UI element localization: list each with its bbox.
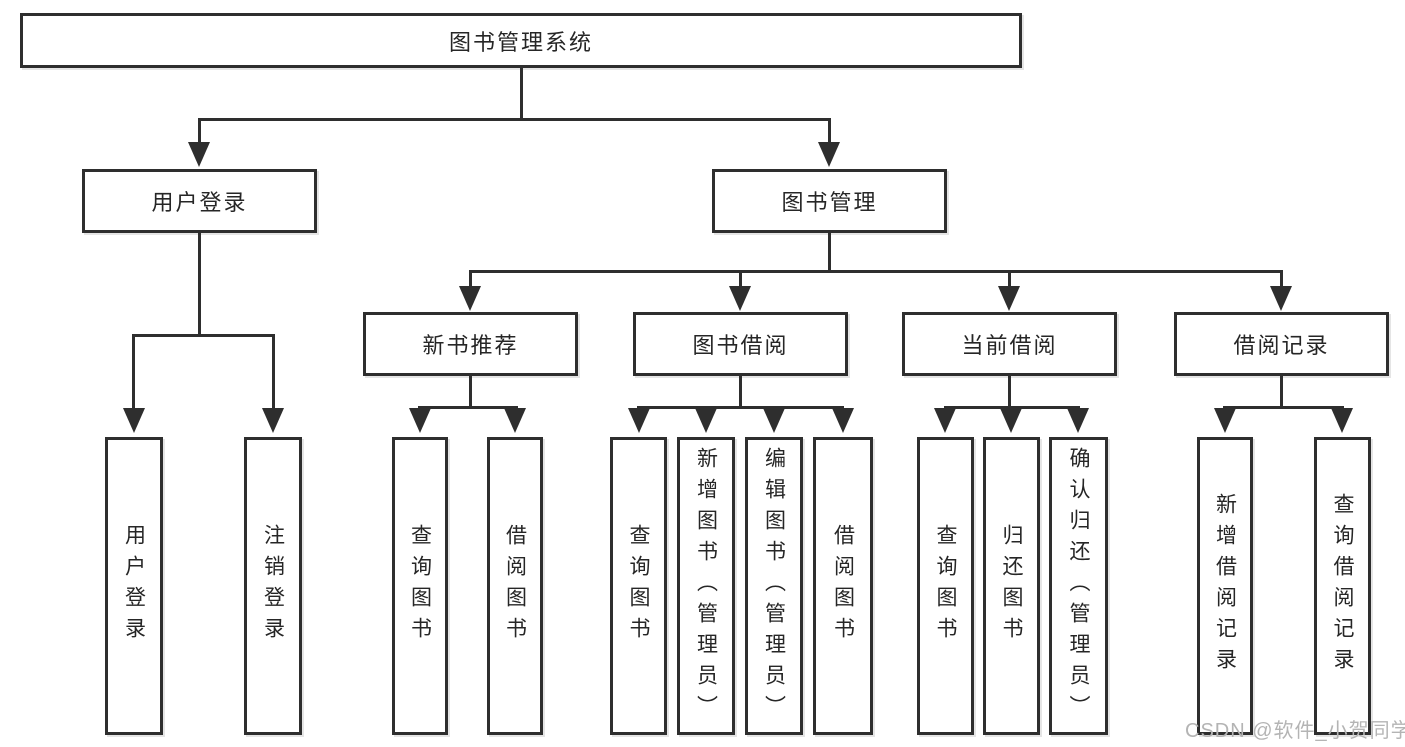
arrowhead-down-icon bbox=[1000, 408, 1022, 433]
leaf-return-books: 归还图书 bbox=[983, 437, 1040, 735]
leaf-label: 借阅图书 bbox=[831, 524, 855, 648]
leaf-label: 注销登录 bbox=[261, 524, 285, 648]
connector-line bbox=[828, 232, 831, 272]
leaf-label: 查询图书 bbox=[408, 524, 432, 648]
connector-line bbox=[272, 334, 275, 410]
arrowhead-down-icon bbox=[262, 408, 284, 433]
connector-line bbox=[198, 232, 201, 336]
connector-line bbox=[739, 375, 742, 408]
node-label: 借阅记录 bbox=[1233, 333, 1330, 358]
connector-line bbox=[637, 406, 844, 409]
connector-line bbox=[469, 270, 1283, 273]
connector-line bbox=[1008, 375, 1011, 408]
leaf-borrow-books-recommend: 借阅图书 bbox=[487, 437, 543, 735]
arrowhead-down-icon bbox=[729, 286, 751, 311]
leaf-edit-books-admin: 编辑图书（管理员） bbox=[745, 437, 803, 735]
connector-line bbox=[520, 68, 523, 120]
node-new-book-recommendation: 新书推荐 bbox=[363, 312, 578, 376]
leaf-label: 查询图书 bbox=[934, 524, 957, 648]
arrowhead-down-icon bbox=[188, 142, 210, 167]
node-borrowing-records: 借阅记录 bbox=[1174, 312, 1389, 376]
connector-line bbox=[198, 118, 831, 121]
arrowhead-down-icon bbox=[998, 286, 1020, 311]
arrowhead-down-icon bbox=[695, 408, 717, 433]
connector-line bbox=[1008, 270, 1011, 288]
leaf-add-books-admin: 新增图书（管理员） bbox=[677, 437, 735, 735]
leaf-confirm-return-admin: 确认归还（管理员） bbox=[1049, 437, 1108, 735]
watermark: CSDN @软件_小贺同学 bbox=[1185, 720, 1405, 742]
arrowhead-down-icon bbox=[818, 142, 840, 167]
leaf-label: 归还图书 bbox=[1000, 524, 1023, 648]
connector-line bbox=[418, 406, 518, 409]
leaf-label: 用户登录 bbox=[122, 524, 146, 648]
connector-line bbox=[132, 334, 135, 410]
arrowhead-down-icon bbox=[459, 286, 481, 311]
node-book-management: 图书管理 bbox=[712, 169, 947, 233]
arrowhead-down-icon bbox=[504, 408, 526, 433]
arrowhead-down-icon bbox=[1067, 408, 1089, 433]
node-label: 图书管理系统 bbox=[448, 29, 593, 55]
arrowhead-down-icon bbox=[832, 408, 854, 433]
node-book-borrowing: 图书借阅 bbox=[633, 312, 848, 376]
connector-line bbox=[1223, 406, 1344, 409]
node-label: 用户登录 bbox=[151, 190, 248, 215]
arrowhead-down-icon bbox=[1214, 408, 1236, 433]
connector-line bbox=[1280, 270, 1283, 288]
connector-line bbox=[469, 375, 472, 408]
leaf-label: 确认归还（管理员） bbox=[1067, 446, 1090, 726]
node-user-login: 用户登录 bbox=[82, 169, 317, 233]
leaf-borrow-books: 借阅图书 bbox=[813, 437, 873, 735]
node-current-borrowing: 当前借阅 bbox=[902, 312, 1117, 376]
connector-line bbox=[739, 270, 742, 288]
leaf-label: 查询借阅记录 bbox=[1331, 493, 1354, 679]
leaf-label: 新增图书（管理员） bbox=[694, 446, 718, 726]
arrowhead-down-icon bbox=[409, 408, 431, 433]
connector-line bbox=[198, 118, 201, 144]
node-library-management-system: 图书管理系统 bbox=[20, 13, 1022, 68]
leaf-search-books-current: 查询图书 bbox=[917, 437, 974, 735]
leaf-add-borrow-record: 新增借阅记录 bbox=[1197, 437, 1253, 735]
leaf-label: 编辑图书（管理员） bbox=[762, 446, 786, 726]
arrowhead-down-icon bbox=[628, 408, 650, 433]
connector-line bbox=[944, 406, 1080, 409]
leaf-search-books-recommend: 查询图书 bbox=[392, 437, 448, 735]
node-label: 图书借阅 bbox=[692, 333, 789, 358]
leaf-label: 查询图书 bbox=[627, 524, 650, 648]
node-label: 新书推荐 bbox=[422, 333, 519, 358]
leaf-search-borrow-record: 查询借阅记录 bbox=[1314, 437, 1371, 735]
node-label: 当前借阅 bbox=[961, 333, 1058, 358]
node-label: 图书管理 bbox=[781, 190, 878, 215]
arrowhead-down-icon bbox=[763, 408, 785, 433]
arrowhead-down-icon bbox=[1270, 286, 1292, 311]
arrowhead-down-icon bbox=[123, 408, 145, 433]
arrowhead-down-icon bbox=[1331, 408, 1353, 433]
connector-line bbox=[1280, 375, 1283, 408]
connector-line bbox=[828, 118, 831, 144]
leaf-search-books-borrowing: 查询图书 bbox=[610, 437, 667, 735]
connector-line bbox=[469, 270, 472, 288]
connector-line bbox=[132, 334, 275, 337]
leaf-user-login: 用户登录 bbox=[105, 437, 163, 735]
leaf-logout: 注销登录 bbox=[244, 437, 302, 735]
arrowhead-down-icon bbox=[934, 408, 956, 433]
leaf-label: 借阅图书 bbox=[503, 524, 527, 648]
leaf-label: 新增借阅记录 bbox=[1213, 493, 1237, 679]
